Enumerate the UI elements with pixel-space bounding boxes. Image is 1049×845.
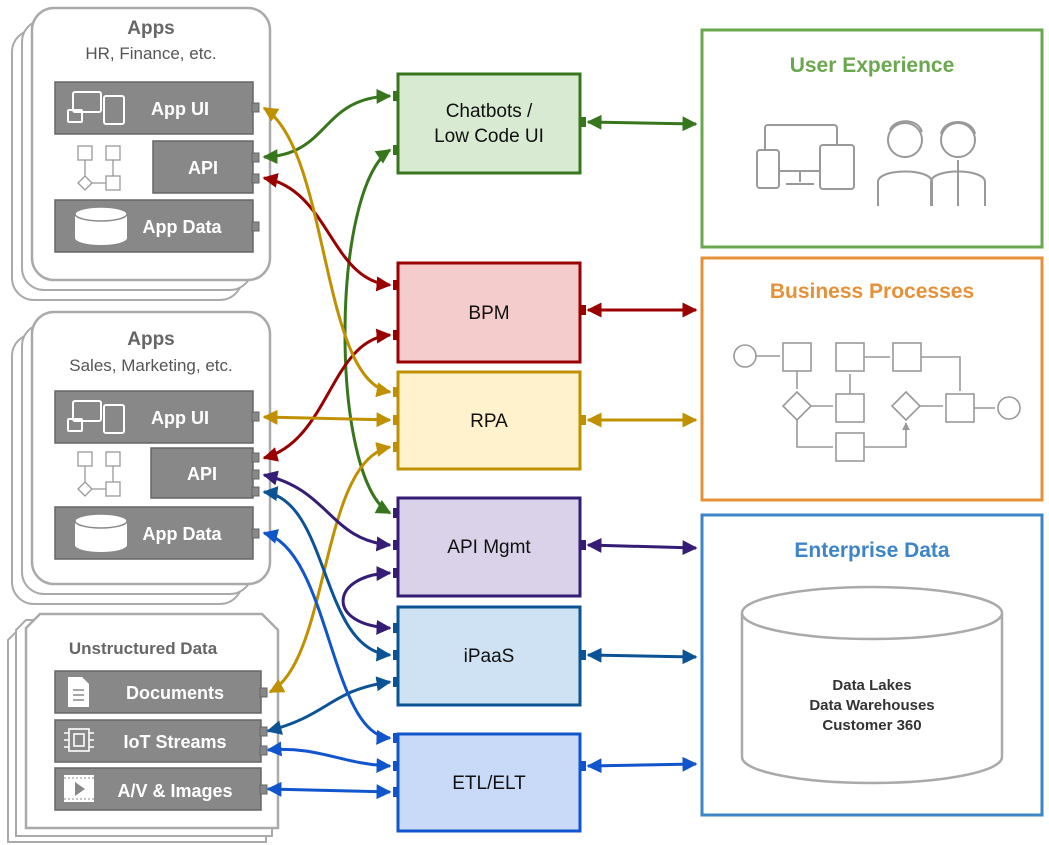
- apps2-api-chip[interactable]: API: [150, 447, 260, 499]
- connectors: [262, 88, 698, 800]
- arrow-api-mgmt-to-enterprise-data: [586, 537, 698, 556]
- av-images-chip[interactable]: A/V & Images: [54, 767, 268, 811]
- business-processes-title: Business Processes: [770, 280, 974, 303]
- etl-label: ETL/ELT: [452, 773, 526, 794]
- chip-icon: [64, 728, 94, 752]
- mini-flow-icon: [77, 451, 121, 497]
- unstructured-data-group: Unstructured Data Documents IoT Streams: [7, 612, 280, 843]
- apps1-app-data-label: App Data: [142, 217, 222, 237]
- arrow-etl-to-enterprise-data: [586, 756, 698, 774]
- business-processes-panel: Business Processes: [700, 256, 1044, 502]
- apps1-app-data-chip[interactable]: App Data: [54, 199, 260, 253]
- chatbots-label-line2: Low Code UI: [434, 126, 544, 147]
- database-icon: [74, 513, 128, 552]
- apps2-api-label: API: [187, 464, 217, 484]
- apps2-subtitle: Sales, Marketing, etc.: [69, 356, 232, 375]
- apps2-app-data-chip[interactable]: App Data: [54, 506, 260, 560]
- arrow-apps2-api-to-bpm: [262, 328, 392, 462]
- documents-label: Documents: [126, 683, 224, 703]
- enterprise-data-line3: Customer 360: [822, 717, 921, 734]
- apps2-app-ui-chip[interactable]: App UI: [54, 390, 260, 444]
- arrow-ipaas-to-enterprise-data: [586, 647, 698, 665]
- arrow-apps1-ui-to-rpa: [262, 106, 392, 398]
- av-images-label: A/V & Images: [117, 781, 232, 801]
- documents-chip[interactable]: Documents: [54, 670, 268, 714]
- arrow-api-mgmt-to-ipaas: [341, 565, 392, 635]
- apps1-title: Apps: [127, 18, 175, 39]
- mini-flow-icon: [77, 145, 121, 191]
- user-experience-title: User Experience: [790, 54, 955, 77]
- bpm-box[interactable]: BPM: [393, 261, 586, 364]
- iot-streams-label: IoT Streams: [123, 732, 226, 752]
- ipaas-box[interactable]: iPaaS: [393, 605, 586, 707]
- arrow-iot-to-ipaas: [266, 676, 392, 735]
- enterprise-data-line2: Data Warehouses: [809, 697, 934, 714]
- arrow-iot-to-etl: [266, 741, 392, 773]
- rpa-box[interactable]: RPA: [393, 370, 586, 471]
- arrow-apps2-api-to-api-mgmt: [262, 470, 392, 552]
- apps1-api-label: API: [188, 158, 218, 178]
- document-icon: [68, 677, 89, 707]
- unstructured-title: Unstructured Data: [69, 639, 218, 658]
- rpa-label: RPA: [470, 411, 508, 432]
- database-cylinder-icon: [740, 585, 1004, 785]
- arrow-apps2-data-to-etl: [262, 529, 392, 745]
- api-mgmt-label: API Mgmt: [447, 537, 531, 558]
- apps2-app-ui-label: App UI: [151, 408, 209, 428]
- process-flow-icon: [733, 342, 1021, 462]
- devices-icon: [67, 400, 125, 434]
- apps1-app-ui-label: App UI: [151, 99, 209, 119]
- iot-streams-chip[interactable]: IoT Streams: [54, 719, 268, 763]
- arrow-apps2-ui-to-rpa: [262, 409, 392, 428]
- apps-hr-finance-group: Apps HR, Finance, etc. App UI API: [11, 6, 272, 301]
- apps1-api-chip[interactable]: API: [152, 140, 260, 194]
- api-mgmt-box[interactable]: API Mgmt: [393, 496, 586, 598]
- enterprise-data-line1: Data Lakes: [832, 677, 911, 694]
- chatbots-box[interactable]: Chatbots / Low Code UI: [393, 72, 586, 175]
- etl-box[interactable]: ETL/ELT: [393, 732, 586, 833]
- arrow-chatbots-to-user-experience: [586, 114, 698, 132]
- devices-icon: [67, 91, 125, 125]
- enterprise-data-panel: Enterprise Data Data Lakes Data Warehous…: [700, 513, 1044, 817]
- enterprise-data-title: Enterprise Data: [794, 539, 950, 562]
- database-icon: [74, 206, 128, 245]
- apps-sales-marketing-group: Apps Sales, Marketing, etc. App UI API: [11, 310, 272, 605]
- chatbots-label-line1: Chatbots /: [446, 101, 533, 122]
- arrow-av-to-etl: [266, 781, 392, 800]
- devices-and-users-icon: [756, 120, 986, 206]
- apps1-subtitle: HR, Finance, etc.: [85, 44, 216, 63]
- bpm-label: BPM: [468, 303, 509, 324]
- ipaas-label: iPaaS: [464, 646, 515, 667]
- video-icon: [64, 775, 94, 802]
- user-experience-panel: User Experience: [700, 28, 1044, 249]
- apps2-app-data-label: App Data: [142, 524, 222, 544]
- apps1-app-ui-chip[interactable]: App UI: [54, 81, 260, 135]
- apps2-title: Apps: [127, 329, 175, 350]
